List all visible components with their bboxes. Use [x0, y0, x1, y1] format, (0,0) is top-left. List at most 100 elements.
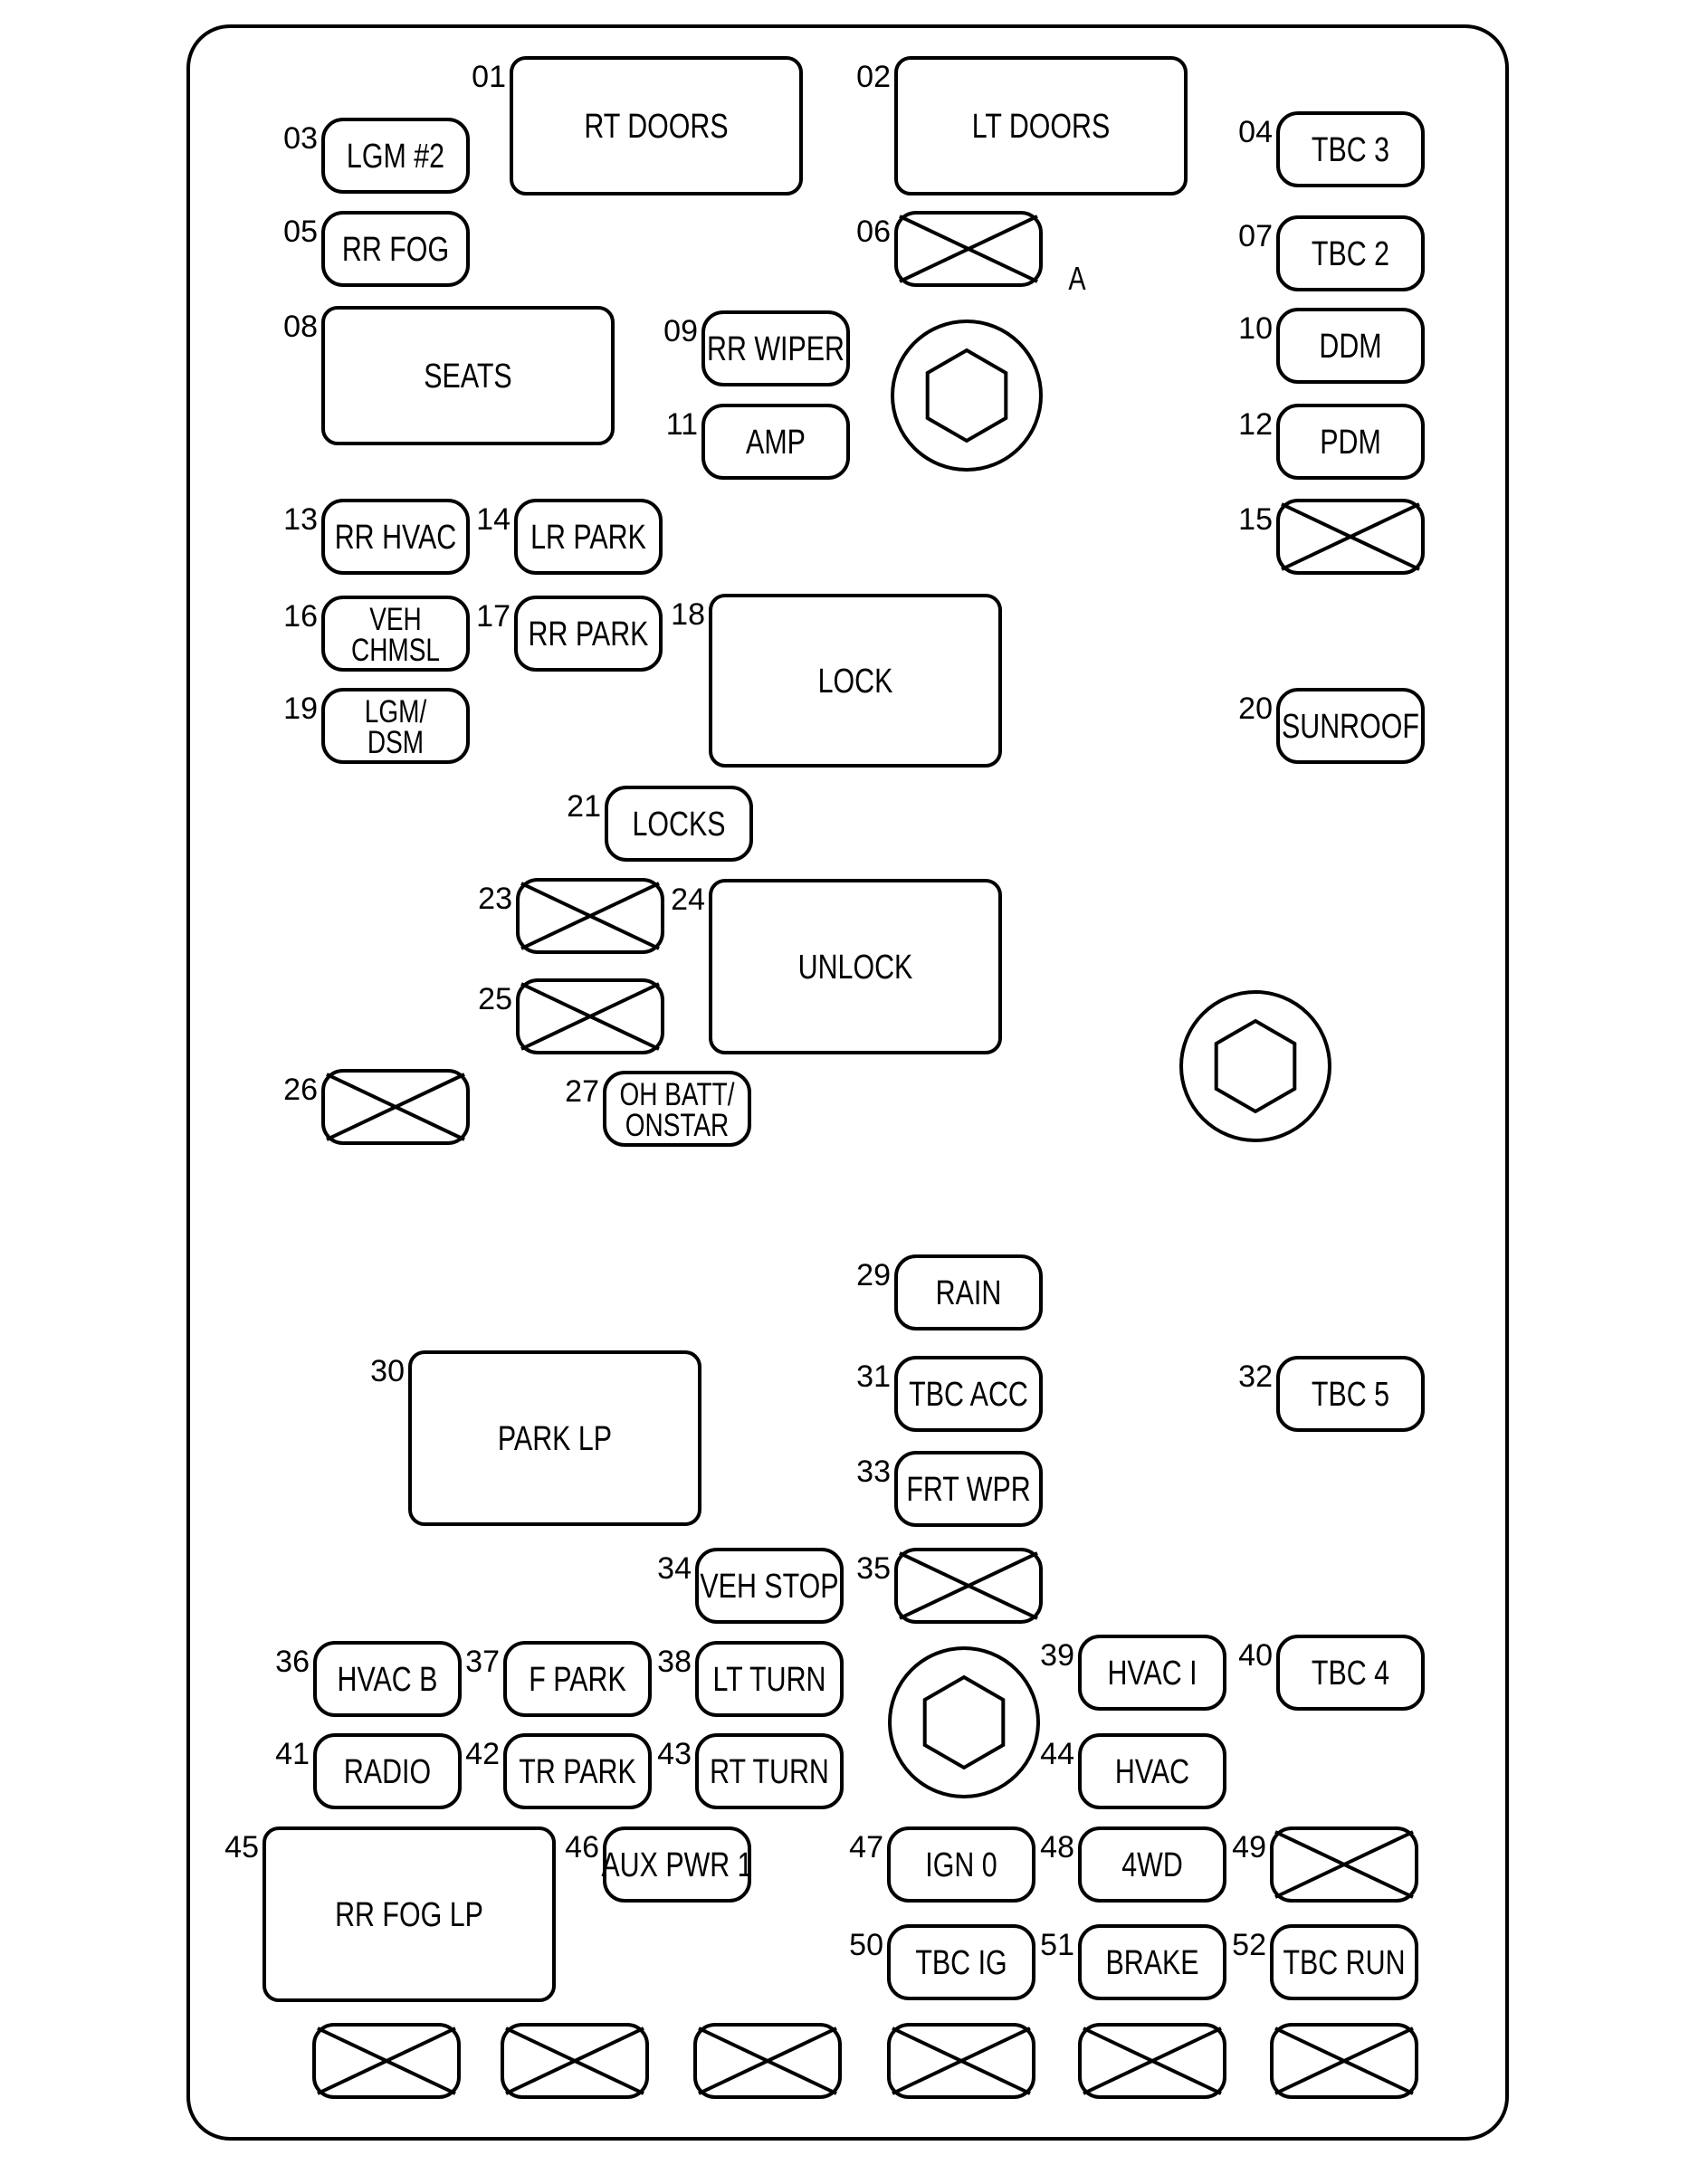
spare-fuse-slot [501, 2023, 649, 2099]
fuse-label: UNLOCK [798, 949, 913, 987]
fuse-outline [321, 118, 470, 194]
fuse-outline [313, 1733, 462, 1809]
fuse-label: HVAC [1115, 1753, 1189, 1791]
fuse-number: 48 [1040, 1830, 1074, 1865]
fuse-label: BRAKE [1105, 1944, 1198, 1982]
fuse-number: 12 [1238, 407, 1273, 442]
spare-fuse-slot [1270, 2023, 1418, 2099]
fuse-number: 33 [856, 1454, 891, 1489]
spare-slot-6-x-line [1274, 2027, 1414, 2095]
fuse-49: 49 [1232, 1826, 1418, 1903]
spare-fuse-slot [693, 2023, 842, 2099]
fuse-outline [313, 1641, 462, 1717]
fuse-number: 42 [465, 1737, 500, 1771]
fuse-number: 24 [671, 882, 705, 917]
fuse-number: 34 [657, 1551, 692, 1586]
fuse-label: HVAC B [338, 1661, 438, 1699]
fuse-outline [887, 1924, 1035, 2000]
fuse-49-x-line [1274, 1830, 1414, 1899]
fuse-number: 18 [671, 597, 705, 632]
fuse-label: TBC 2 [1312, 235, 1389, 273]
fuse-label: TBC 3 [1312, 131, 1389, 169]
fuse-outline [605, 786, 753, 862]
fuse-label: VEH [369, 601, 422, 637]
stud-circle [888, 1646, 1040, 1798]
fuse-number: 30 [370, 1354, 405, 1388]
fuse-number: 36 [275, 1645, 310, 1679]
fuse-outline [1276, 688, 1425, 764]
fuse-26: 26 [283, 1069, 470, 1145]
relay-outline [709, 879, 1002, 1054]
fuse-outline [701, 404, 850, 480]
fuse-label: LT DOORS [972, 108, 1111, 146]
hex-bolt-icon [1214, 1018, 1297, 1114]
fuse-42: 42 TR PARK [465, 1733, 652, 1809]
fuse-number: 49 [1232, 1830, 1266, 1865]
fuse-label: LGM #2 [347, 138, 444, 176]
fuse-number: 26 [283, 1073, 318, 1107]
fuse-label: RADIO [344, 1753, 431, 1791]
fuse-number: 39 [1040, 1638, 1074, 1673]
fuse-label: 4WD [1121, 1846, 1183, 1884]
fuse-15: 15 [1238, 499, 1425, 575]
fuse-outline [1276, 1356, 1425, 1432]
fuse-44: 44 HVAC [1040, 1733, 1226, 1809]
spare-fuse-slot [312, 2023, 461, 2099]
relay-outline [321, 306, 615, 445]
fuse-number: 09 [663, 314, 698, 348]
fuse-number: 52 [1232, 1928, 1266, 1962]
fuse-number: 15 [1238, 502, 1273, 537]
fuse-number: 50 [849, 1928, 883, 1962]
relay-outline [894, 56, 1188, 196]
fuse-number: 37 [465, 1645, 500, 1679]
fuse-number: 05 [283, 215, 318, 249]
fuse-label: SUNROOF [1282, 708, 1419, 746]
fuse-label: PDM [1320, 424, 1381, 462]
fuse-15-x-line [1281, 502, 1420, 571]
fuse-outline [894, 1254, 1043, 1330]
fuse-number: 17 [476, 599, 510, 634]
fuse-outline [1276, 111, 1425, 187]
mounting-stud [891, 320, 1043, 472]
relay-outline [709, 594, 1002, 768]
fuse-outline [894, 1451, 1043, 1527]
fuse-label: RAIN [936, 1274, 1002, 1312]
fuse-number: 23 [478, 882, 512, 916]
fuse-label: AMP [746, 424, 806, 462]
fuse-label: FRT WPR [906, 1471, 1030, 1509]
fuse-35: 35 [856, 1548, 1043, 1624]
fuse-number: 16 [283, 599, 318, 634]
fuse-label: LOCK [818, 663, 893, 701]
spare-fuse-slot [887, 2023, 1035, 2099]
fuse-label: ONSTAR [625, 1107, 730, 1143]
fuse-09: 09 RR WIPER [663, 310, 850, 386]
fuse-label: RR WIPER [707, 330, 844, 368]
fuse-label: TR PARK [519, 1753, 636, 1791]
fuse-06-x-line [899, 215, 1038, 283]
spare-slot-1-x-line [317, 2027, 456, 2095]
fuse-label: PARK LP [498, 1420, 612, 1458]
fuse-outline [1270, 1924, 1418, 2000]
fuse-label: RT TURN [710, 1753, 829, 1791]
fuse-number: 44 [1040, 1737, 1074, 1771]
